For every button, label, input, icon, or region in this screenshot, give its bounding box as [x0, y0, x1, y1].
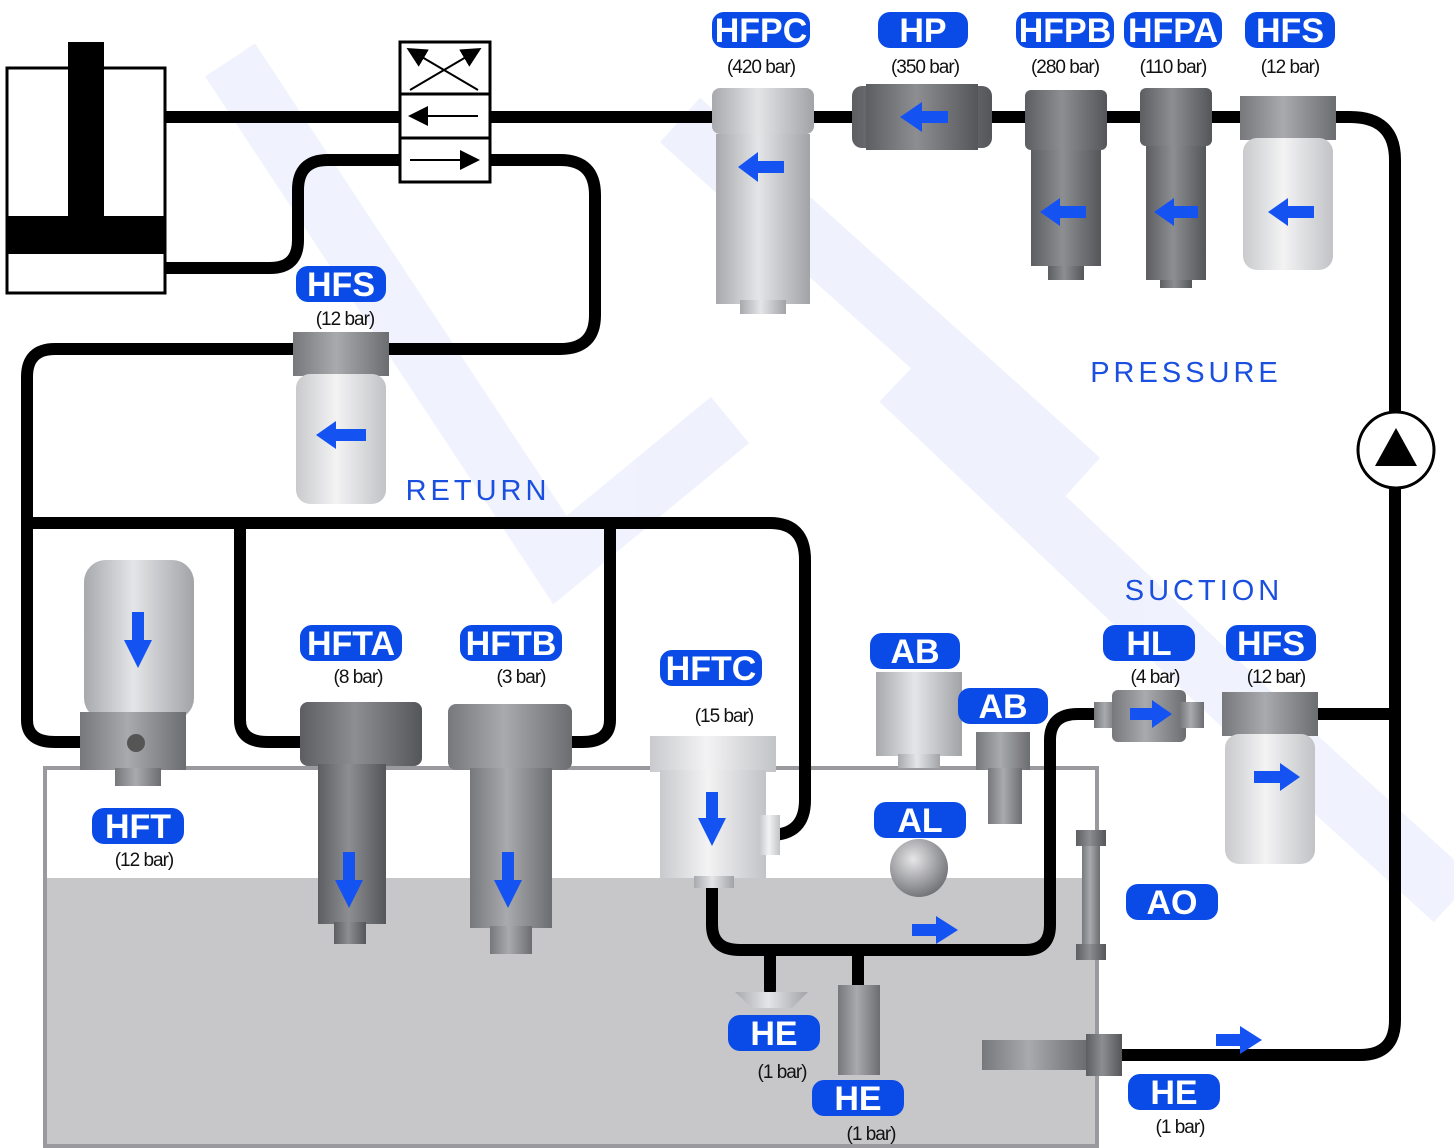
pressure-he-1: (1 bar)	[758, 1062, 808, 1083]
sight-glass-ao	[1076, 830, 1106, 960]
flow-arrow-icon	[1216, 1026, 1262, 1054]
flow-arrow-icon	[912, 916, 958, 944]
filter-hfs-return	[293, 332, 389, 504]
pressure-hfs-suction: (12 bar)	[1247, 667, 1306, 688]
flow-arrow-icon	[124, 612, 152, 668]
pressure-hfpa: (110 bar)	[1140, 57, 1207, 78]
badge-he-1: HE	[728, 1015, 820, 1053]
flow-arrows	[124, 102, 1314, 1054]
pressure-he-2: (1 bar)	[847, 1124, 897, 1145]
flow-arrow-icon	[1268, 198, 1314, 226]
svg-text:HFPA: HFPA	[1128, 12, 1218, 50]
badge-hfpc: HFPC	[712, 12, 810, 50]
pressure-hp: (350 bar)	[891, 57, 960, 78]
badge-hfs-return: HFS	[296, 266, 386, 304]
flow-arrow-icon	[316, 421, 366, 449]
pressure-hft: (12 bar)	[115, 850, 174, 871]
svg-text:AL: AL	[897, 802, 942, 840]
badge-ab-large: AB	[870, 633, 960, 671]
svg-text:HFPC: HFPC	[715, 12, 808, 50]
flow-arrow-icon	[335, 852, 363, 908]
badge-hfs-pressure: HFS	[1245, 12, 1335, 50]
pump-triangle-icon	[1356, 410, 1436, 490]
svg-text:HFTC: HFTC	[666, 650, 757, 688]
svg-text:AB: AB	[890, 633, 939, 671]
pressure-he-3: (1 bar)	[1156, 1117, 1206, 1138]
badge-hfpa: HFPA	[1124, 12, 1222, 50]
flow-arrow-icon	[738, 152, 784, 182]
pressure-hftc: (15 bar)	[695, 706, 754, 727]
flow-arrow-icon	[698, 792, 726, 846]
flow-arrow-icon	[494, 852, 522, 908]
badge-hl: HL	[1103, 625, 1195, 663]
svg-text:HFPB: HFPB	[1019, 12, 1112, 50]
flow-arrow-icon	[1154, 198, 1198, 226]
filter-hfpb	[1025, 90, 1107, 280]
directional-valve-icon	[398, 40, 492, 184]
svg-text:HE: HE	[750, 1015, 797, 1053]
filter-hfta	[300, 702, 422, 944]
pressure-hfta: (8 bar)	[334, 667, 384, 688]
pressure-hfs-pressure: (12 bar)	[1261, 57, 1320, 78]
badge-hftb: HFTB	[460, 625, 562, 663]
flow-arrow-icon	[900, 102, 948, 132]
flow-arrow-icon	[1130, 700, 1172, 728]
badge-ao: AO	[1126, 884, 1218, 922]
svg-text:AB: AB	[978, 688, 1027, 726]
level-gauge-al	[890, 839, 948, 897]
pressure-hfpb: (280 bar)	[1031, 57, 1100, 78]
section-pressure: PRESSURE	[1090, 357, 1282, 389]
flow-arrow-icon	[1254, 763, 1300, 791]
svg-text:HL: HL	[1126, 625, 1171, 663]
svg-text:HFS: HFS	[307, 266, 375, 304]
filter-hft	[80, 560, 194, 786]
pressure-hfs-return: (12 bar)	[316, 309, 375, 330]
svg-text:HE: HE	[834, 1080, 881, 1118]
filter-hfs-suction	[1222, 692, 1318, 864]
filter-hfpa	[1140, 88, 1212, 288]
pressure-hl: (4 bar)	[1131, 667, 1181, 688]
svg-text:HP: HP	[899, 12, 946, 50]
svg-text:HFTB: HFTB	[466, 625, 557, 663]
strainer-he-3	[982, 1034, 1122, 1076]
filter-hfpc	[712, 88, 814, 314]
badge-hfpb: HFPB	[1016, 12, 1114, 50]
badge-hp: HP	[878, 12, 968, 50]
badge-al: AL	[874, 802, 966, 840]
badge-he-3: HE	[1128, 1074, 1220, 1112]
strainer-he-1	[735, 992, 808, 1008]
pressure-hftb: (3 bar)	[497, 667, 547, 688]
svg-text:HFT: HFT	[105, 808, 171, 846]
strainer-he-2	[838, 985, 880, 1075]
badge-hfta: HFTA	[300, 625, 402, 663]
svg-text:HFS: HFS	[1237, 625, 1305, 663]
badge-ab-small: AB	[958, 688, 1048, 726]
flow-arrow-icon	[1040, 198, 1086, 226]
section-suction: SUCTION	[1125, 575, 1284, 607]
filter-hfs-pressure	[1240, 96, 1336, 270]
badge-hftc: HFTC	[660, 650, 762, 688]
badge-he-2: HE	[812, 1080, 904, 1118]
svg-text:AO: AO	[1147, 884, 1198, 922]
svg-text:HFS: HFS	[1256, 12, 1324, 50]
badge-hfs-suction: HFS	[1226, 625, 1316, 663]
section-return: RETURN	[406, 475, 551, 507]
hydraulic-cylinder-icon	[5, 42, 167, 295]
badge-hft: HFT	[92, 808, 184, 846]
pressure-hfpc: (420 bar)	[727, 57, 796, 78]
svg-text:HE: HE	[1150, 1074, 1197, 1112]
svg-text:HFTA: HFTA	[307, 625, 395, 663]
breather-ab-small	[976, 732, 1030, 824]
breather-ab-large	[876, 672, 962, 768]
